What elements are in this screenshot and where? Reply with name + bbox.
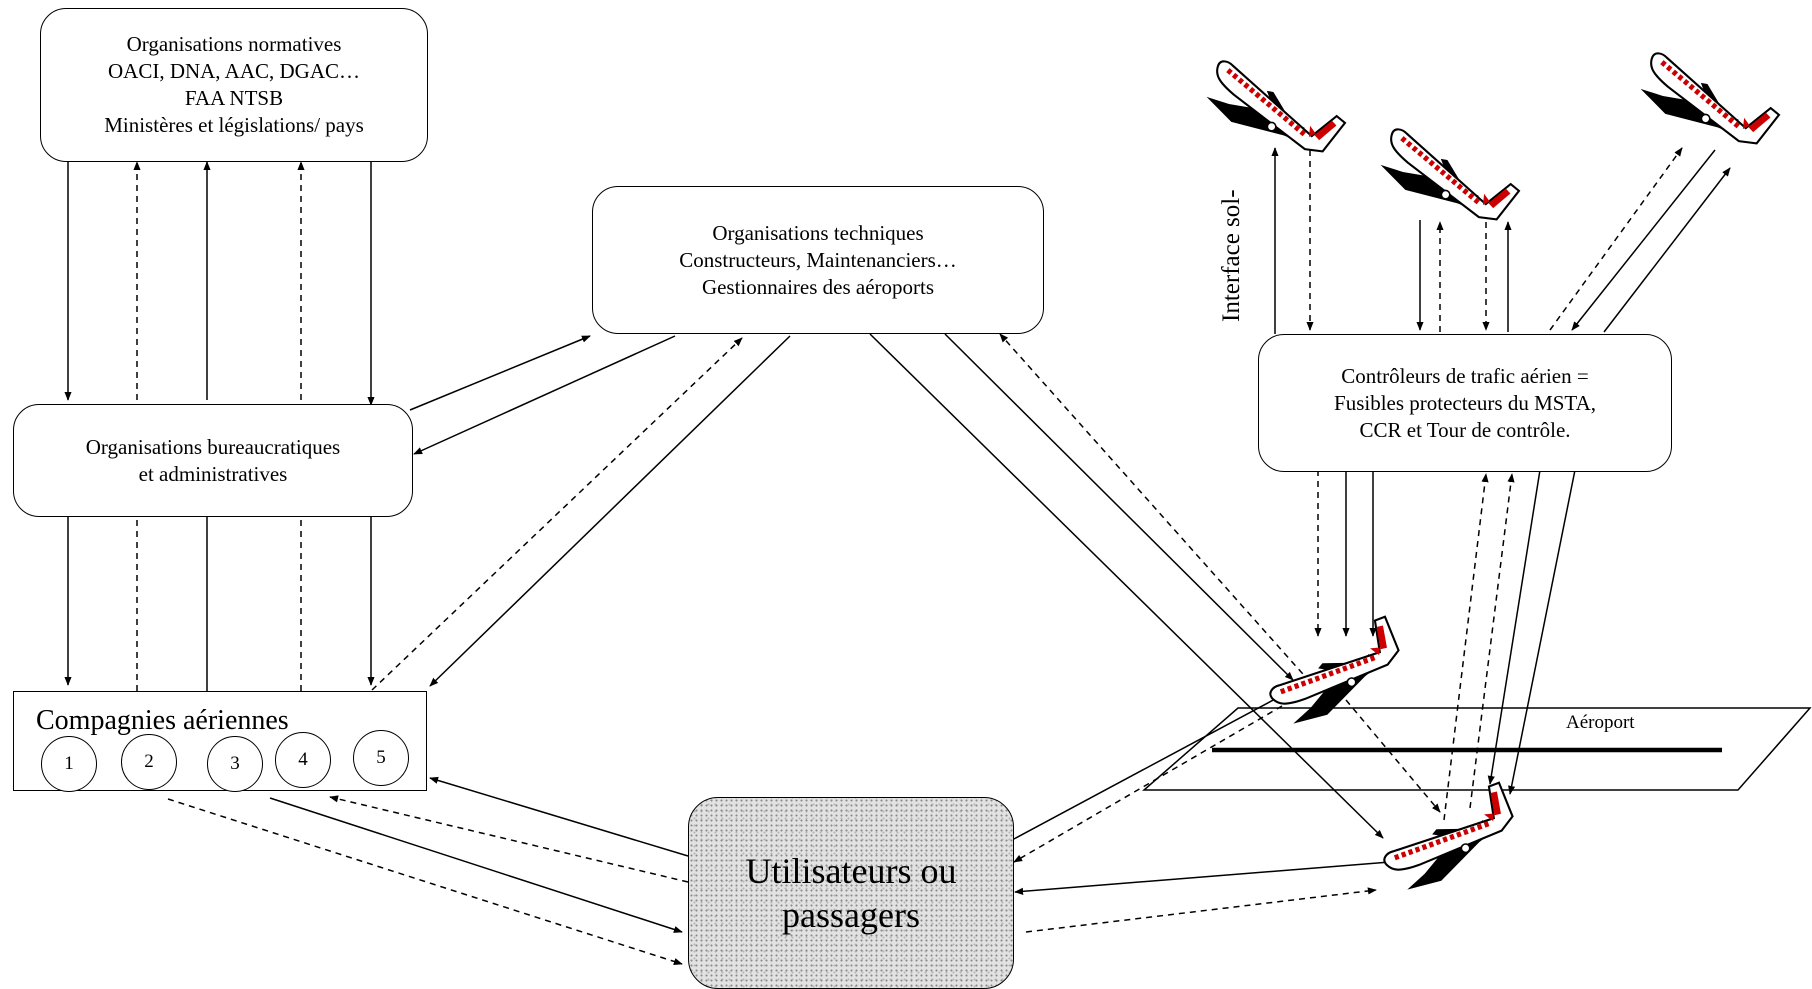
bureaucratic-technical-links (409, 335, 676, 455)
airplane-icon (1198, 56, 1346, 169)
airport-label: Aéroport (1566, 712, 1635, 733)
technical-line-3: Gestionnaires des aéroports (701, 274, 935, 299)
users-planes-links (1011, 689, 1391, 933)
normative-line-2: OACI, DNA, AAC, DGAC… (107, 59, 360, 83)
technical-organisations-box: Organisations techniques Constructeurs, … (592, 186, 1044, 334)
controllers-line-1: Contrôleurs de trafic aérien = (1341, 363, 1589, 388)
airport-area (1141, 707, 1812, 791)
users-passengers-box: Utilisateurs ou passagers (688, 797, 1014, 989)
controllers-ground-planes-links (1314, 469, 1576, 821)
ground-plane-links (1345, 699, 1441, 813)
company-number: 1 (64, 753, 74, 774)
technical-planes-links (869, 333, 1384, 839)
normative-line-4: Ministères et législations/ pays (104, 113, 364, 137)
company-circle-4: 4 (275, 732, 331, 788)
company-circle-3: 3 (207, 736, 263, 792)
company-circle-5: 5 (353, 730, 409, 786)
bureaucratic-line-1: Organisations bureaucratiques (85, 434, 341, 459)
companies-users-links (167, 776, 689, 965)
users-line-2: passagers (782, 895, 920, 935)
bureaucratic-organisations-box: Organisations bureaucratiques et adminis… (13, 404, 413, 517)
airplane-icon (1380, 781, 1527, 901)
companies-technical-links (371, 335, 791, 691)
bureaucratic-line-2: et administratives (138, 461, 288, 486)
company-circle-1: 1 (41, 736, 97, 792)
airplane-icon (1372, 124, 1520, 237)
ground-interface-text: Interface sol- (1218, 189, 1245, 322)
companies-label: Compagnies aériennes (36, 705, 289, 736)
controllers-air-planes-links (1271, 147, 1731, 334)
technical-line-2: Constructeurs, Maintenanciers… (679, 247, 957, 272)
bureaucratic-companies-links (64, 507, 375, 691)
air-traffic-controllers-box: Contrôleurs de trafic aérien = Fusibles … (1258, 334, 1672, 472)
company-number: 4 (298, 749, 308, 770)
technical-line-1: Organisations techniques (712, 220, 924, 245)
controllers-line-3: CCR et Tour de contrôle. (1359, 417, 1571, 442)
users-line-1: Utilisateurs ou (745, 851, 957, 891)
airplane-icon (1632, 48, 1780, 161)
company-number: 2 (144, 751, 154, 772)
controllers-line-2: Fusibles protecteurs du MSTA, (1334, 390, 1596, 415)
company-number: 3 (230, 753, 240, 774)
normative-line-1: Organisations normatives (126, 32, 342, 56)
company-number: 5 (376, 747, 386, 768)
normative-organisations-box: Organisations normatives OACI, DNA, AAC,… (40, 8, 428, 162)
normative-bureaucratic-links (64, 161, 375, 406)
company-circle-2: 2 (121, 734, 177, 790)
normative-line-3: FAA NTSB (184, 86, 284, 110)
